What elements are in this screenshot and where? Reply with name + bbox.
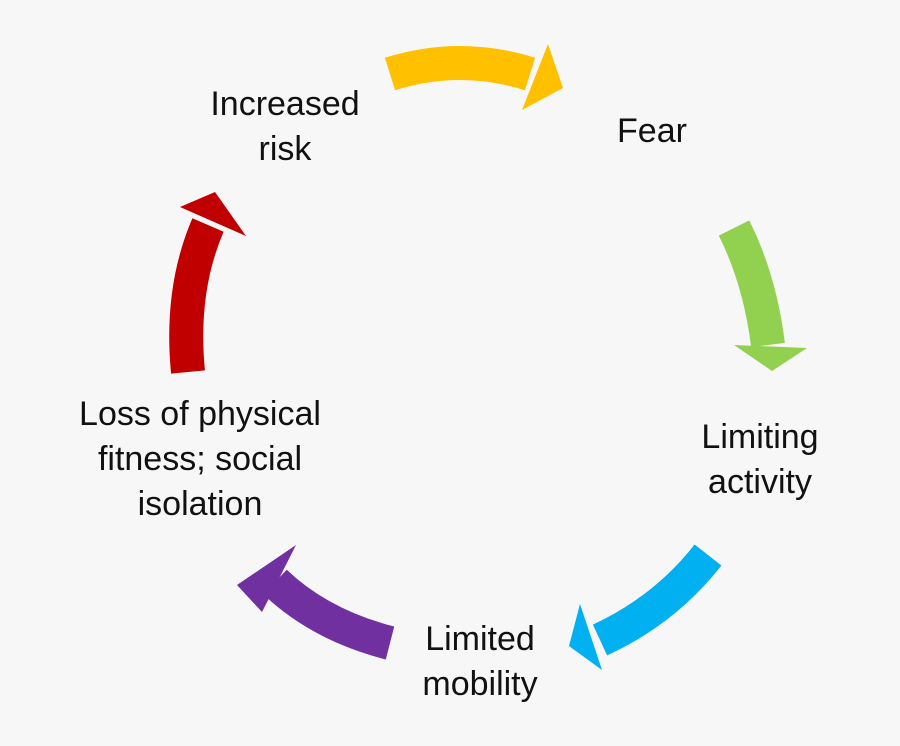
- node-label-line: Limited: [425, 620, 535, 658]
- arrow-limited-mobility-to-loss-of-fitness: [237, 545, 395, 660]
- arrow-increased-risk-to-fear: [384, 44, 563, 110]
- arrow-fear-to-limiting-activity: [718, 220, 807, 371]
- node-label-line: Limiting: [701, 418, 819, 456]
- node-limiting-activity: Limiting activity: [701, 415, 818, 505]
- node-label-line: activity: [708, 463, 812, 501]
- arrow-limiting-activity-to-limited-mobility: [569, 544, 722, 670]
- node-label-line: Increased: [210, 85, 360, 123]
- node-label-line: fitness; social: [97, 440, 303, 478]
- arrow-loss-of-fitness-to-increased-risk: [169, 192, 246, 374]
- node-label-line: Fear: [617, 112, 687, 150]
- node-label-line: Loss of physical: [79, 395, 321, 433]
- node-limited-mobility: Limited mobility: [422, 617, 537, 707]
- node-loss-of-fitness: Loss of physical fitness; social isolati…: [79, 392, 321, 527]
- node-increased-risk: Increased risk: [210, 82, 359, 172]
- node-fear: Fear: [617, 109, 687, 154]
- node-label-line: isolation: [137, 485, 263, 523]
- node-label-line: mobility: [422, 665, 538, 703]
- node-label-line: risk: [258, 130, 312, 168]
